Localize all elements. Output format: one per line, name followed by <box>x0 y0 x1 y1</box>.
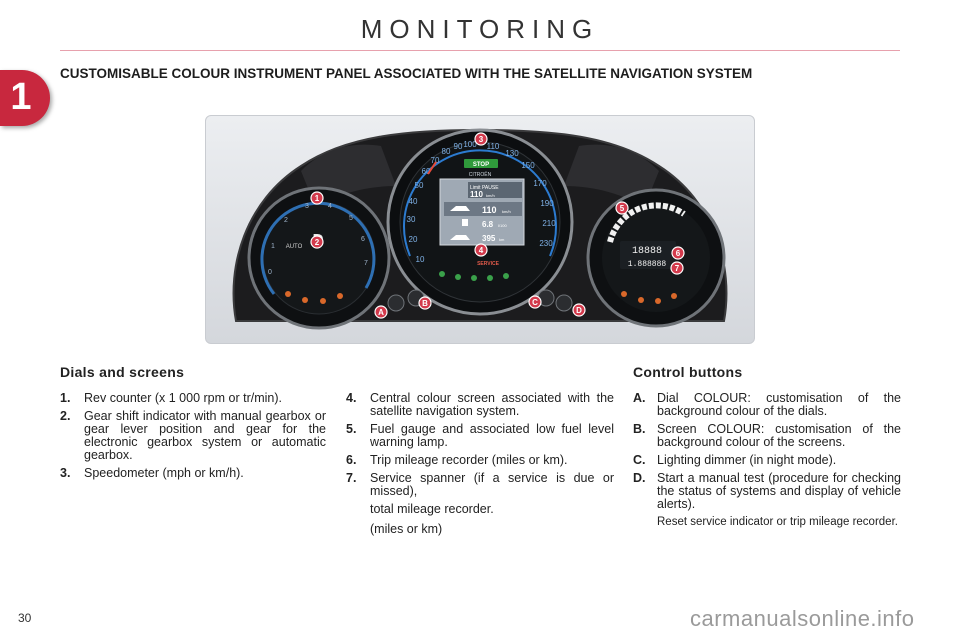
range-unit: km <box>499 237 505 242</box>
speed-tick: 10 <box>416 255 425 264</box>
callout-a: A <box>374 305 388 319</box>
instrument-panel-graphic: D AUTO 0 1 2 3 4 5 6 7 18888 1.888888 10… <box>232 128 728 330</box>
chapter-tab[interactable]: 1 <box>0 70 50 126</box>
speed-tick: 150 <box>521 161 535 170</box>
odometer-display: 1.888888 <box>628 260 667 269</box>
speed-tick: 130 <box>505 149 519 158</box>
list-item: 2.Gear shift indicator with manual gearb… <box>60 409 326 462</box>
callout-c: C <box>528 295 542 309</box>
speed-tick: 70 <box>431 156 440 165</box>
speed-tick: 170 <box>533 179 547 188</box>
brand-label: CITROËN <box>469 171 492 178</box>
callout-d: D <box>572 303 586 317</box>
rev-tick: 4 <box>328 203 332 210</box>
speed-tick: 100 <box>463 140 477 149</box>
speed-tick: 230 <box>539 239 553 248</box>
list-item: 4.Central colour screen associated with … <box>346 391 614 418</box>
svg-text:C: C <box>532 298 538 307</box>
speed-tick: 30 <box>407 215 416 224</box>
section-heading: CUSTOMISABLE COLOUR INSTRUMENT PANEL ASS… <box>60 66 753 81</box>
page-title: MONITORING <box>360 14 600 44</box>
item7-extra-1: total mileage recorder. <box>370 502 494 516</box>
callout-4: 4 <box>474 243 488 257</box>
trip-display: 18888 <box>632 246 662 257</box>
car-icon <box>450 206 470 211</box>
auto-label: AUTO <box>286 244 303 250</box>
callout-3: 3 <box>474 132 488 146</box>
car-icon <box>450 235 470 240</box>
svg-text:A: A <box>378 308 384 317</box>
watermark: carmanualsonline.info <box>690 606 915 631</box>
rev-tick: 3 <box>305 203 309 210</box>
callout-5: 5 <box>615 201 629 215</box>
list-item: 1.Rev counter (x 1 000 rpm or tr/min). <box>60 391 282 405</box>
consumption-unit: l/100 <box>498 223 507 228</box>
list-item: 6.Trip mileage recorder (miles or km). <box>346 453 568 467</box>
callout-b: B <box>418 296 432 310</box>
rev-tick: 2 <box>284 217 288 224</box>
speed-tick: 190 <box>540 199 554 208</box>
list-item: 5.Fuel gauge and associated low fuel lev… <box>346 422 614 449</box>
svg-text:D: D <box>576 306 582 315</box>
limit-unit: km/h <box>486 193 495 198</box>
speed-tick: 90 <box>454 142 463 151</box>
speed-tick: 60 <box>422 167 431 176</box>
service-label: SERVICE <box>477 261 500 267</box>
page-number: 30 <box>18 611 32 625</box>
rev-tick: 0 <box>268 269 272 276</box>
item-d-extra: Reset service indicator or trip mileage … <box>657 516 898 528</box>
item7-extra-2: (miles or km) <box>370 522 443 536</box>
speed-tick: 80 <box>442 147 451 156</box>
controls-heading: Control buttons <box>633 364 743 380</box>
speed-tick: 40 <box>409 197 418 206</box>
svg-text:7: 7 <box>675 264 680 273</box>
list-item: 3.Speedometer (mph or km/h). <box>60 466 244 480</box>
speed-tick: 210 <box>542 219 556 228</box>
speed-tick: 50 <box>415 181 424 190</box>
dial-colour-button[interactable] <box>387 294 405 312</box>
svg-text:3: 3 <box>479 135 484 144</box>
controls-list: A.Dial COLOUR: customisation of the back… <box>633 392 901 529</box>
cruise-unit: km/h <box>502 209 511 214</box>
rev-tick: 1 <box>271 243 275 250</box>
svg-text:6: 6 <box>676 249 681 258</box>
dials-list-col2: 4.Central colour screen associated with … <box>346 392 614 543</box>
rev-tick: 7 <box>364 260 368 267</box>
list-item: C.Lighting dimmer (in night mode). <box>633 453 837 467</box>
callout-7: 7 <box>670 261 684 275</box>
callout-2: 2 <box>310 235 324 249</box>
svg-text:5: 5 <box>620 204 625 213</box>
list-item: A.Dial COLOUR: customisation of the back… <box>633 391 901 418</box>
fuel-pump-icon <box>462 219 468 226</box>
dials-list-col1: 1.Rev counter (x 1 000 rpm or tr/min). 2… <box>60 392 326 485</box>
list-item: D.Start a manual test (procedure for che… <box>633 471 901 511</box>
svg-text:1: 1 <box>315 194 320 203</box>
callout-1: 1 <box>310 191 324 205</box>
svg-text:4: 4 <box>479 246 484 255</box>
svg-text:2: 2 <box>315 238 320 247</box>
consumption-value: 6.8 <box>482 220 494 229</box>
title-divider <box>60 50 900 51</box>
range-value: 395 <box>482 234 496 243</box>
dials-heading: Dials and screens <box>60 364 185 380</box>
rev-tick: 5 <box>349 215 353 222</box>
cruise-value: 110 <box>482 205 497 215</box>
limit-value: 110 <box>470 190 483 199</box>
speed-tick: 110 <box>487 142 500 151</box>
chapter-number: 1 <box>10 76 32 118</box>
limit-label: Limit PAUSE <box>470 185 499 191</box>
check-button[interactable] <box>555 294 573 312</box>
list-item: 7.Service spanner (if a service is due o… <box>346 471 614 498</box>
stop-indicator: STOP <box>473 162 489 168</box>
callout-6: 6 <box>671 246 685 260</box>
speed-tick: 20 <box>409 235 418 244</box>
rev-tick: 6 <box>361 236 365 243</box>
list-item: B.Screen COLOUR: customisation of the ba… <box>633 422 901 449</box>
svg-text:B: B <box>422 299 428 308</box>
instrument-panel-illustration: D AUTO 0 1 2 3 4 5 6 7 18888 1.888888 10… <box>205 115 755 344</box>
